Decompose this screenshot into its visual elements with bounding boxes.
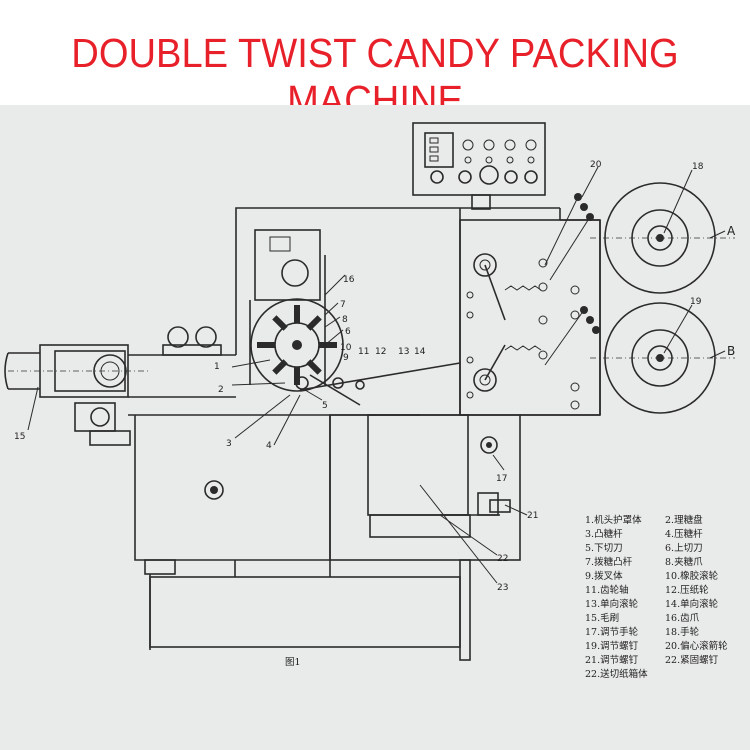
- legend-right-item: 18.手轮: [665, 626, 700, 638]
- legend-right-item: 16.齿爪: [665, 613, 700, 624]
- legend-right-item: 14.单向滚轮: [665, 598, 719, 610]
- legend-left-item: 5.下切刀: [585, 543, 623, 554]
- legend-left-item: 11.齿轮轴: [585, 584, 629, 596]
- paper-reel-b: [590, 302, 735, 414]
- callout-22: 22: [497, 554, 508, 564]
- parts-legend-right: 2.理糖盘 4.压糖杆 6.上切刀 8.夹糖爪 10.橡胶滚轮 12.压纸轮 1…: [665, 514, 728, 666]
- diagram-background: [0, 105, 750, 750]
- paper-reel-a: [590, 182, 735, 294]
- callout-1: 1: [214, 362, 220, 372]
- callout-11: 11: [358, 347, 369, 357]
- legend-right-item: 22.紧固螺钉: [665, 655, 719, 666]
- label-b: B: [727, 344, 735, 358]
- legend-left-item: 13.单向滚轮: [585, 598, 639, 610]
- legend-right-item: 2.理糖盘: [665, 514, 703, 526]
- legend-right-item: 6.上切刀: [665, 543, 703, 554]
- callout-7: 7: [340, 300, 346, 310]
- legend-left-item: 3.凸糖杆: [585, 528, 623, 540]
- legend-left-item: 19.调节螺钉: [585, 641, 639, 652]
- callout-19: 19: [690, 297, 702, 307]
- legend-left-item: 7.拨糖凸杆: [585, 556, 633, 568]
- callout-5: 5: [322, 401, 328, 411]
- callout-23: 23: [497, 583, 508, 593]
- callout-6: 6: [345, 327, 351, 337]
- paper-feed-rollers: [466, 193, 600, 410]
- callout-2: 2: [218, 385, 224, 395]
- callout-21: 21: [527, 511, 538, 521]
- twist-head: [249, 229, 461, 406]
- legend-left-item: 15.毛刷: [585, 612, 619, 624]
- callout-14: 14: [414, 347, 426, 357]
- callout-3: 3: [226, 439, 232, 449]
- legend-right-item: 10.橡胶滚轮: [665, 570, 719, 582]
- machine-diagram: 1 2 3 4 5 6 7 8 9 10 11 12 13 14 15 16 1…: [4, 122, 736, 680]
- callout-20: 20: [590, 160, 602, 170]
- diagram-title: DOUBLE TWIST CANDY PACKING MACHINE: [71, 30, 679, 123]
- legend-right-item: 8.夹糖爪: [665, 556, 703, 568]
- callout-4: 4: [266, 441, 272, 451]
- parts-legend-left: 1.机头护罩体 3.凸糖杆 5.下切刀 7.拨糖凸杆 9.拨叉体 11.齿轮轴 …: [585, 514, 648, 680]
- callout-18: 18: [692, 162, 704, 172]
- callout-8: 8: [342, 315, 348, 325]
- legend-right-item: 4.压糖杆: [665, 528, 703, 540]
- legend-left-item: 9.拨叉体: [585, 570, 623, 582]
- figure-caption: 图1: [285, 657, 301, 668]
- legend-left-item: 21.调节螺钉: [585, 655, 639, 666]
- legend-right-item: 20.偏心滚箭轮: [665, 640, 728, 652]
- callout-numbers: 1 2 3 4 5 6 7 8 9 10 11 12 13 14 15 16 1…: [14, 160, 736, 593]
- leader-lines: [27, 166, 726, 584]
- callout-16: 16: [343, 275, 355, 285]
- callout-12: 12: [375, 347, 386, 357]
- legend-left-item: 1.机头护罩体: [585, 514, 642, 526]
- machine-frame: [4, 207, 601, 661]
- label-a: A: [727, 224, 736, 238]
- legend-left-item: 17.调节手轮: [585, 626, 639, 638]
- callout-17: 17: [496, 474, 507, 484]
- control-panel: [412, 122, 546, 210]
- callout-10: 10: [340, 343, 352, 353]
- legend-right-item: 12.压纸轮: [665, 584, 709, 596]
- callout-15: 15: [14, 432, 25, 442]
- legend-left-item: 22.送切纸箱体: [585, 668, 648, 680]
- callout-9: 9: [343, 353, 349, 363]
- callout-13: 13: [398, 347, 409, 357]
